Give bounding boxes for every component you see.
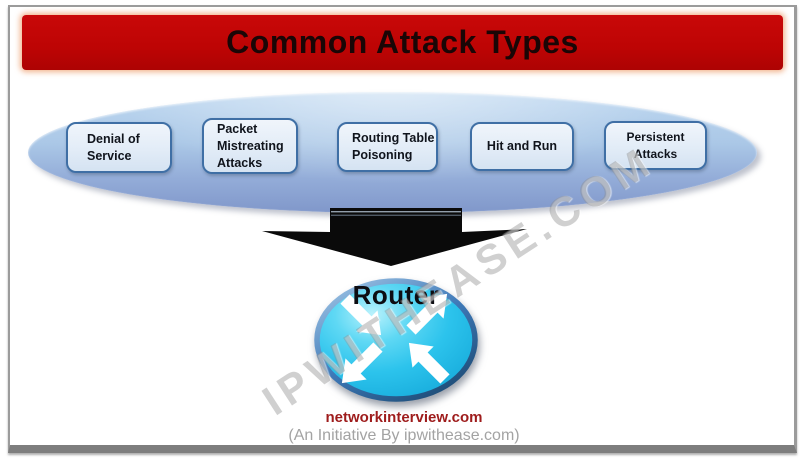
router-label: Router (352, 280, 440, 310)
attack-box-label: Denial of Service (87, 131, 140, 163)
attack-box-label: Packet Mistreating Attacks (217, 121, 284, 170)
router: Router (311, 276, 481, 406)
attack-box-denial-of-service: Denial of Service (66, 122, 172, 173)
attack-box-label: Hit and Run (486, 139, 558, 153)
attack-box-routing-table-poisoning: Routing Table Poisoning (337, 122, 438, 172)
attack-box-persistent-attacks: Persistent Attacks (604, 121, 707, 170)
attack-box-label: Routing Table Poisoning (352, 131, 435, 162)
attack-box-label: Persistent Attacks (626, 129, 685, 161)
footer-initiative-note: (An Initiative By ipwithease.com) (288, 427, 520, 444)
attack-box-hit-and-run: Hit and Run (470, 122, 574, 171)
footer-site-name: networkinterview.com (325, 409, 483, 426)
title-banner: Common Attack Types (22, 15, 783, 70)
page-title: Common Attack Types (226, 24, 579, 60)
router-icon (314, 278, 478, 402)
attack-box-packet-mistreating: Packet Mistreating Attacks (202, 118, 298, 174)
